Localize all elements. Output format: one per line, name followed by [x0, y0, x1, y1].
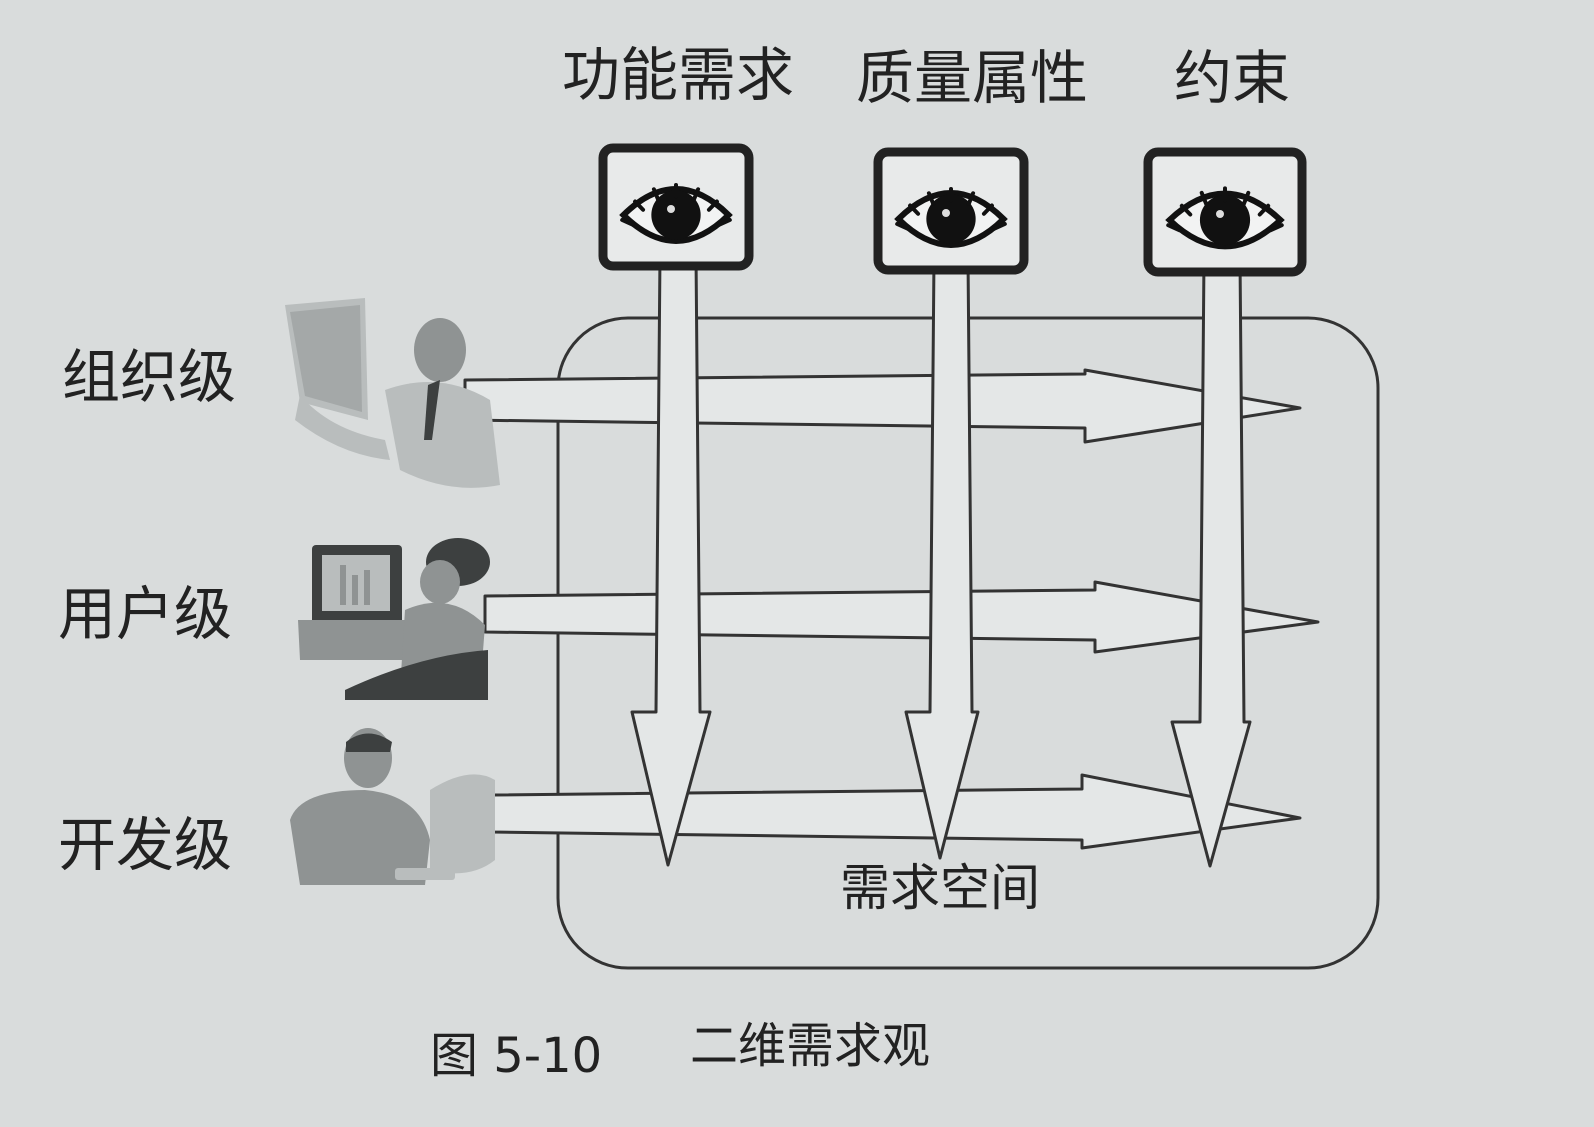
- dimension-label-constraints: 约束: [1174, 44, 1290, 112]
- level-label-user: 用户级: [58, 580, 232, 648]
- level-label-developer: 开发级: [58, 811, 232, 879]
- manager-icon: [285, 298, 500, 488]
- level-label-organization: 组织级: [62, 343, 236, 411]
- requirement-space-label: 需求空间: [840, 859, 1040, 917]
- figure-number: 图 5-10: [430, 1028, 602, 1084]
- dimension-arrow-quality: [904, 256, 980, 860]
- dimension-label-quality: 质量属性: [856, 44, 1088, 112]
- user-at-computer-icon: [298, 538, 490, 700]
- eye-icon: [1143, 147, 1307, 277]
- figure-title: 二维需求观: [690, 1018, 930, 1074]
- dimension-label-functional: 功能需求: [562, 41, 794, 109]
- eye-icon: [598, 143, 754, 271]
- eye-icon: [873, 147, 1029, 275]
- level-arrow-user: [483, 580, 1320, 654]
- level-arrow-developer: [490, 773, 1302, 850]
- dimension-arrows: [630, 253, 1252, 868]
- dimension-arrow-functional: [630, 253, 712, 867]
- dimension-arrow-constraints: [1170, 256, 1252, 868]
- dimension-eyes: [598, 143, 1307, 277]
- developer-icon: [290, 728, 495, 885]
- level-arrow-organization: [463, 368, 1302, 444]
